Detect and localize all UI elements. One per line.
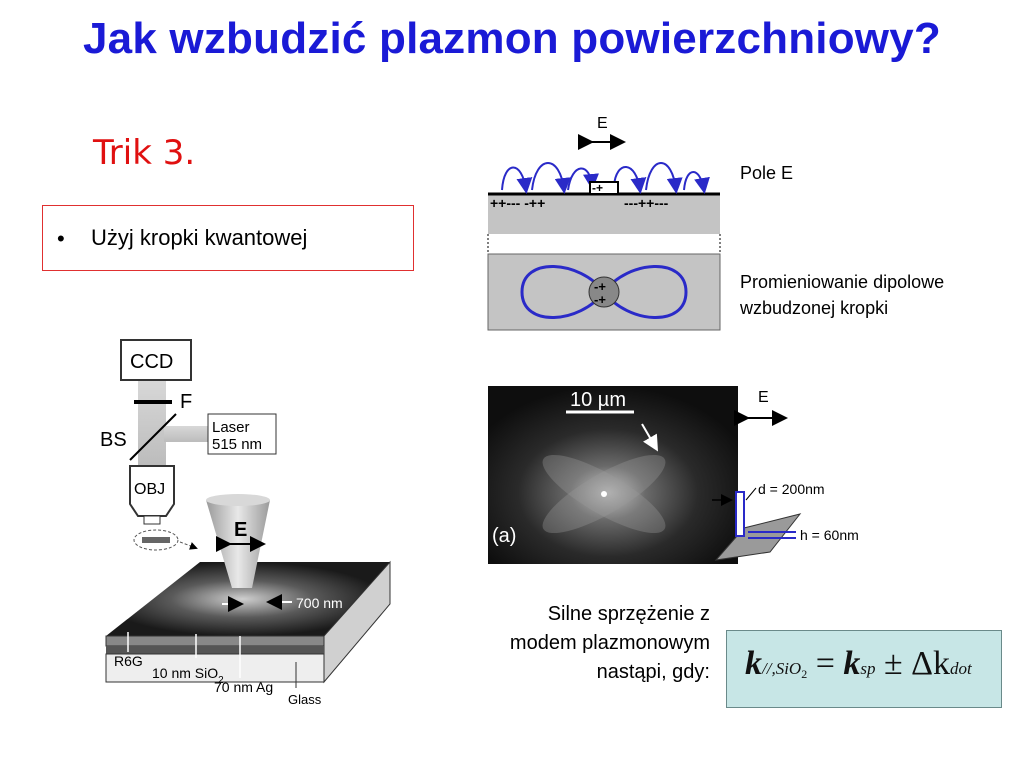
formula: k//,SiO2 = ksp ± Δkdot: [745, 645, 972, 682]
quantum-dot: [589, 181, 619, 195]
ag-label: 70 nm Ag: [214, 679, 273, 695]
dipole-charges-bottom: -+: [594, 292, 606, 307]
dipole-dot: [588, 276, 620, 308]
condition-line-3: nastąpi, gdy:: [596, 661, 710, 683]
laser-label-2: 515 nm: [212, 436, 262, 453]
pillar: [735, 491, 745, 537]
sio2-label: 10 nm SiO2: [152, 665, 224, 686]
charges-right: ---++---: [624, 195, 669, 211]
slide-title: Jak wzbudzić plazmon powierzchniowy?: [83, 14, 941, 63]
dim-700-label: 700 nm: [296, 595, 343, 611]
laser-label-1: Laser: [212, 419, 250, 436]
filter-label: F: [180, 391, 192, 413]
e-field-label: E: [597, 115, 608, 132]
bs-label: BS: [100, 429, 127, 451]
micro-e-label: E: [758, 389, 769, 406]
h-label: h = 60nm: [800, 527, 859, 543]
r6g-label: R6G: [114, 653, 143, 669]
micrograph: 10 µm (a) E d = 200nm h = 60nm: [488, 386, 859, 564]
optical-path: [138, 380, 166, 466]
panel-label: (a): [492, 525, 516, 547]
condition-line-1: Silne sprzężenie z: [547, 603, 710, 625]
glass-label: Glass: [288, 692, 322, 707]
bullet-marker: •: [57, 226, 65, 251]
field-lines: [501, 162, 710, 194]
cone-e-label: E: [234, 519, 247, 541]
bullet-box: • Użyj kropki kwantowej: [42, 205, 414, 271]
formula-box: k//,SiO2 = ksp ± Δkdot: [726, 630, 1002, 708]
scale-label: 10 µm: [570, 389, 626, 411]
trick-label: Trik 3.: [93, 133, 196, 173]
micrograph-image: [488, 386, 738, 564]
bullet-text: Użyj kropki kwantowej: [91, 225, 308, 250]
condition-text: Silne sprzężenie z modem plazmonowym nas…: [440, 600, 710, 687]
ccd-box: [120, 339, 192, 381]
label-radiation-1: Promieniowanie dipolowe: [740, 272, 945, 292]
charges-left: ++--- -++: [490, 195, 545, 211]
laser-box: [207, 413, 277, 455]
d-label: d = 200nm: [758, 481, 825, 497]
condition-line-2: modem plazmonowym: [509, 632, 710, 654]
ccd-label: CCD: [130, 351, 173, 373]
objective: [129, 465, 175, 517]
obj-label: OBJ: [134, 481, 165, 498]
substrate-top: [488, 194, 720, 234]
label-radiation-2: wzbudzonej kropki: [740, 298, 889, 318]
field-diagram: E -+ ++--- -++ ---++--- -+ -+: [487, 115, 721, 331]
dot-charges: -+: [592, 181, 603, 195]
sample-surface: [106, 562, 390, 636]
setup-diagram: CCD F BS Laser 515 nm OBJ E 700 nm R6G 1…: [100, 339, 391, 707]
beam-splitter: [129, 413, 177, 461]
dipole-charges-top: -+: [594, 279, 606, 294]
label-pole-e: Pole E: [740, 163, 794, 183]
